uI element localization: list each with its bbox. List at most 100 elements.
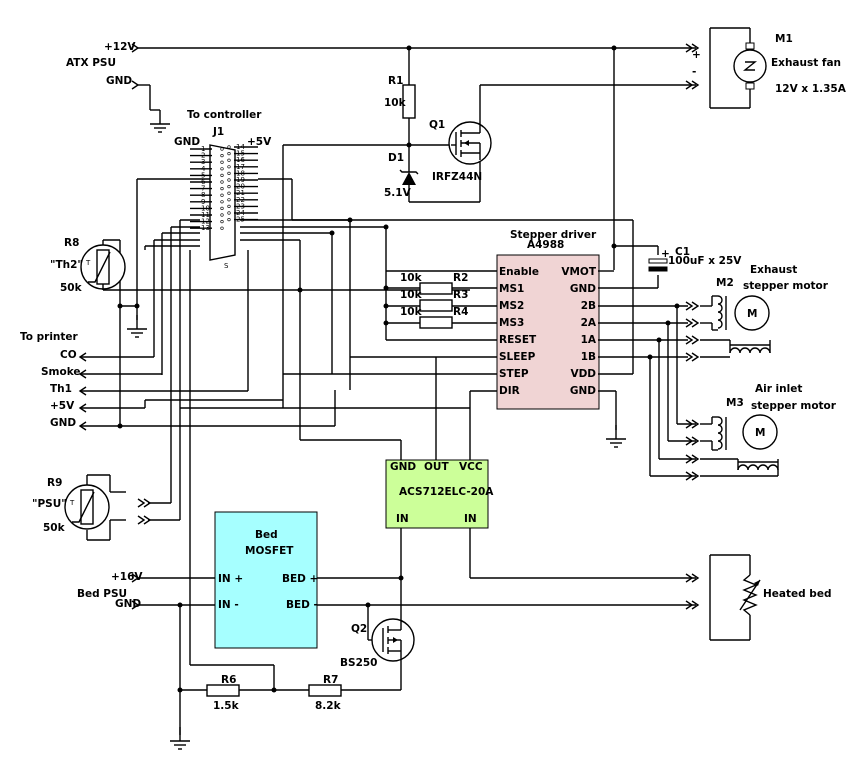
label-r7: R7: [323, 674, 338, 686]
label-acs-out: OUT: [424, 461, 449, 473]
label-exhaust-fan: Exhaust fan: [771, 57, 841, 69]
label-bed-plus: BED +: [282, 573, 318, 585]
label-q2: Q2: [351, 623, 367, 635]
resistor-r3: [419, 299, 453, 312]
label-atx-psu: ATX PSU: [66, 57, 116, 69]
label-bed: Bed: [255, 529, 278, 541]
resistor-r7: [308, 684, 342, 697]
label-j1-5v: +5V: [247, 136, 272, 148]
label-air-inlet: Air inlet: [755, 383, 802, 395]
label-fan-plus: +: [692, 49, 701, 61]
wires: [80, 27, 779, 735]
label-m1: M1: [775, 33, 793, 45]
label-bed-psu: Bed PSU: [77, 588, 127, 600]
label-printer-gnd: GND: [50, 417, 76, 429]
j1-pin-dot: [220, 226, 224, 230]
j1-pin-dot: [227, 204, 231, 208]
label-co: CO: [60, 349, 77, 361]
j1-pin-dot: [227, 158, 231, 162]
j1-pin-dot: [220, 180, 224, 184]
zener-d1: [399, 169, 419, 185]
thermistor-r8: [80, 239, 126, 290]
label-bs250: BS250: [340, 657, 377, 669]
label-c1-val: 100uF x 25V: [668, 255, 742, 267]
junction-dots: [117, 45, 680, 693]
a4988-pin-right: GND: [570, 385, 596, 397]
label-bed-minus: BED -: [286, 599, 318, 611]
j1-pin-dot: [227, 198, 231, 202]
j1-pin-dot: [220, 206, 224, 210]
label-smoke: Smoke: [41, 366, 81, 378]
stepper-motor-m3: [717, 414, 779, 471]
a4988-pin-left: MS2: [499, 300, 524, 312]
label-air-inlet-stepper: stepper motor: [751, 400, 837, 412]
label-acs-vcc: VCC: [459, 461, 483, 473]
label-j1-gnd: GND: [174, 136, 200, 148]
j1-pin-dot: [227, 218, 231, 222]
a4988-pin-right: VDD: [570, 368, 596, 380]
label-r8-t: T: [85, 259, 91, 267]
label-j1-s: S: [224, 262, 229, 270]
acs712-box: [385, 459, 489, 529]
label-r8: R8: [64, 237, 79, 249]
j1-pin-dot: [227, 178, 231, 182]
label-d1: D1: [388, 152, 404, 164]
label-to-controller: To controller: [187, 109, 262, 121]
label-16v: +16V: [111, 571, 143, 583]
label-fan-spec: 12V x 1.35A: [775, 83, 847, 95]
j1-pin-dot: [227, 145, 231, 149]
resistor-r6: [206, 684, 240, 697]
label-r4: R4: [453, 306, 468, 318]
label-c1: C1: [675, 246, 690, 258]
label-acs-in2: IN: [464, 513, 477, 525]
label-heated-bed: Heated bed: [763, 588, 831, 600]
a4988-pin-right: 2A: [581, 317, 597, 329]
label-r2: R2: [453, 272, 468, 284]
j1-pin-dot: [227, 211, 231, 215]
fan-m1: [733, 42, 767, 90]
a4988-pin-right: 2B: [581, 300, 596, 312]
j1-pin-dot: [227, 191, 231, 195]
label-q1: Q1: [429, 119, 445, 131]
a4988-pin-right: 1A: [581, 334, 597, 346]
a4988-box: [496, 254, 600, 410]
label-r8-val: 50k: [60, 282, 83, 294]
label-12v: +12V: [104, 41, 136, 53]
a4988-pin-left: SLEEP: [499, 351, 536, 363]
label-exhaust-stepper: stepper motor: [743, 280, 829, 292]
label-irfz44n: IRFZ44N: [432, 171, 482, 183]
label-r3: R3: [453, 289, 468, 301]
a4988-pin-left: STEP: [499, 368, 529, 380]
a4988-pin-right: 1B: [581, 351, 596, 363]
label-r3-val: 10k: [400, 289, 423, 301]
label-r9-t: T: [69, 499, 75, 507]
label-gnd-bed: GND: [115, 598, 141, 610]
j1-pin-dot: [220, 213, 224, 217]
a4988-pin-left: MS1: [499, 283, 524, 295]
label-r6: R6: [221, 674, 236, 686]
label-gnd-atx: GND: [106, 75, 132, 87]
resistor-r2: [419, 282, 453, 295]
label-r9-val: 50k: [43, 522, 66, 534]
j1-pin-dot: [227, 165, 231, 169]
j1-pin-labels: 1234567891011121314151617181920212223242…: [190, 143, 258, 232]
stepper-motor-m2: [717, 295, 771, 354]
capacitor-c1: [648, 258, 668, 272]
a4988-pin-left: RESET: [499, 334, 537, 346]
j1-pin-dot: [220, 147, 224, 151]
j1-pin-dot: [220, 167, 224, 171]
bed-mosfet-box: [214, 511, 318, 649]
j1-pin-dot: [220, 200, 224, 204]
label-stepper-driver: Stepper driver: [510, 229, 597, 241]
a4988-pin-labels: EnableMS1MS2MS3RESETSLEEPSTEPDIRVMOTGND2…: [499, 266, 597, 397]
label-r9: R9: [47, 477, 62, 489]
label-m3-m: M: [755, 427, 765, 439]
label-psu: "PSU": [32, 498, 67, 510]
label-acs712: ACS712ELC-20A: [399, 486, 494, 498]
label-r1-val: 10k: [384, 97, 407, 109]
label-th1: Th1: [50, 383, 72, 395]
mosfet-q1: [448, 121, 492, 165]
label-fan-minus: -: [692, 66, 696, 78]
j1-pin-dot: [220, 160, 224, 164]
